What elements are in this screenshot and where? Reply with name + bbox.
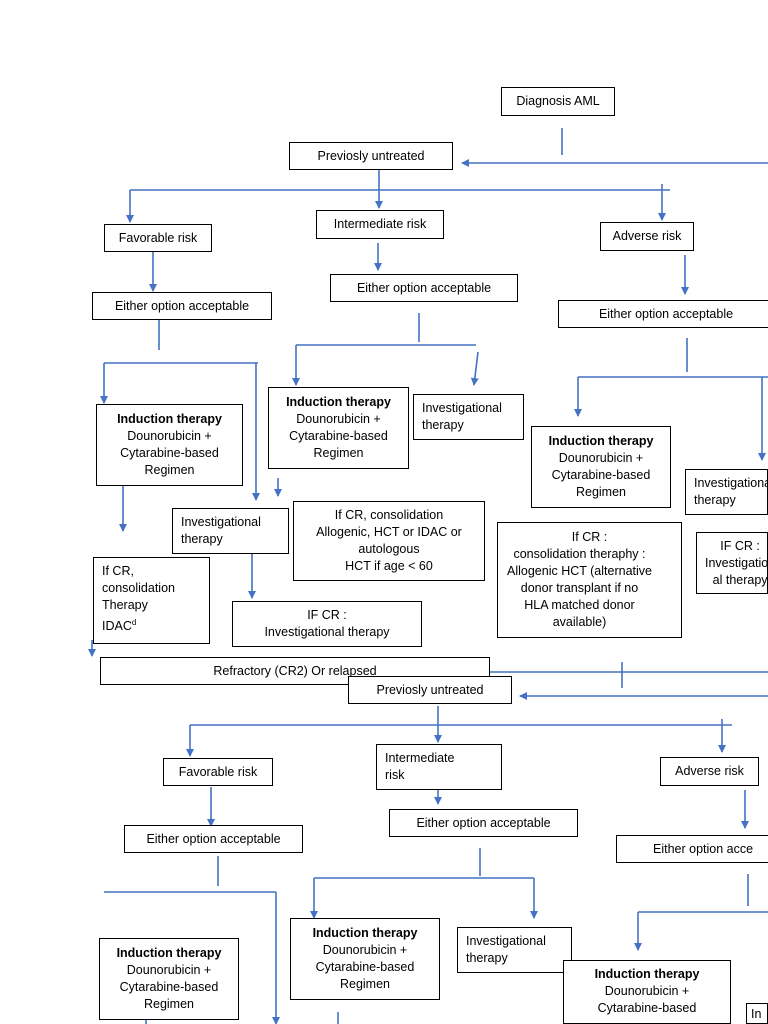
bottom-intermediate-induction-box: Induction therapy Dounorubicin + Cytarab… <box>290 918 440 1000</box>
refractory-relapsed-label: Refractory (CR2) Or relapsed <box>213 663 377 678</box>
bottom-intermediate-either-option-box: Either option acceptable <box>389 809 578 837</box>
bottom-adverse-induction-box: Induction therapy Dounorubicin + Cytarab… <box>563 960 731 1024</box>
intermediate-either-option-box: Either option acceptable <box>330 274 518 302</box>
bottom-intermediate-induction-title: Induction therapy <box>312 926 418 940</box>
bottom-favorable-induction-title: Induction therapy <box>116 946 222 960</box>
bottom-adverse-either-option-box: Either option acce <box>616 835 768 863</box>
diagnosis-aml-label: Diagnosis AML <box>516 94 600 108</box>
favorable-cr-superscript: d <box>131 618 137 627</box>
favorable-cr-consolidation-box: If CR, consolidation Therapy IDACd <box>93 557 210 644</box>
bottom-favorable-risk-label: Favorable risk <box>178 764 258 779</box>
adverse-investigational-box: Investigational therapy <box>685 469 768 515</box>
previously-untreated-label: Previosly untreated <box>317 148 425 163</box>
adverse-either-option-box: Either option acceptable <box>558 300 768 328</box>
bottom-intermediate-either-option-label: Either option acceptable <box>416 815 551 830</box>
favorable-either-option-label: Either option acceptable <box>114 298 250 313</box>
intermediate-risk-label: Intermediate risk <box>333 217 427 231</box>
bottom-favorable-either-option-label: Either option acceptable <box>146 831 281 846</box>
favorable-cr-consolidation-text: If CR, consolidation Therapy <box>102 564 175 612</box>
bottom-adverse-cut-label: In <box>751 1007 762 1021</box>
bottom-intermediate-risk-box: Intermediate risk <box>376 744 502 790</box>
bottom-intermediate-investigational-box: Investigational therapy <box>457 927 572 973</box>
intermediate-investigational-box: Investigational therapy <box>413 394 524 440</box>
favorable-either-option-box: Either option acceptable <box>92 292 272 320</box>
adverse-risk-box: Adverse risk <box>600 222 694 251</box>
adverse-cr-consolidation-body: consolidation theraphy : Allogenic HCT (… <box>507 547 652 629</box>
refractory-relapsed-box: Refractory (CR2) Or relapsed <box>100 657 490 685</box>
bottom-favorable-induction-body: Dounorubicin + Cytarabine-based Regimen <box>119 963 219 1011</box>
intermediate-induction-body: Dounorubicin + Cytarabine-based Regimen <box>289 412 388 460</box>
favorable-induction-box: Induction therapy Dounorubicin + Cytarab… <box>96 404 243 486</box>
favorable-cr-investigational-box: IF CR : Investigational therapy <box>232 601 422 647</box>
intermediate-induction-title: Induction therapy <box>286 395 391 409</box>
bottom-adverse-risk-label: Adverse risk <box>675 764 744 778</box>
intermediate-risk-box: Intermediate risk <box>316 210 444 239</box>
bottom-adverse-either-option-label: Either option acce <box>653 841 754 856</box>
bottom-adverse-cut-box: In <box>746 1003 768 1024</box>
bottom-adverse-risk-box: Adverse risk <box>660 757 759 786</box>
favorable-cr-idac-text: IDAC <box>102 619 132 634</box>
favorable-risk-label: Favorable risk <box>118 230 198 245</box>
previously-untreated-2-box: Previosly untreated <box>348 676 512 704</box>
adverse-induction-body: Dounorubicin + Cytarabine-based Regimen <box>551 451 651 499</box>
adverse-risk-label: Adverse risk <box>612 229 682 243</box>
previously-untreated-box: Previosly untreated <box>289 142 453 170</box>
bottom-favorable-either-option-box: Either option acceptable <box>124 825 303 853</box>
favorable-induction-title: Induction therapy <box>117 412 222 426</box>
bottom-intermediate-induction-body: Dounorubicin + Cytarabine-based Regimen <box>315 943 415 991</box>
bottom-adverse-induction-title: Induction therapy <box>594 967 700 981</box>
intermediate-cr-consolidation-box: If CR, consolidation Allogenic, HCT or I… <box>293 501 485 581</box>
adverse-induction-box: Induction therapy Dounorubicin + Cytarab… <box>531 426 671 508</box>
bottom-favorable-induction-box: Induction therapy Dounorubicin + Cytarab… <box>99 938 239 1020</box>
adverse-cr-investigational-box: IF CR : Investigation al therapy <box>696 532 768 594</box>
favorable-induction-body: Dounorubicin + Cytarabine-based Regimen <box>120 429 219 477</box>
adverse-cr-consolidation-box: If CR : consolidation theraphy : Allogen… <box>497 522 682 638</box>
previously-untreated-2-label: Previosly untreated <box>376 682 484 697</box>
favorable-investigational-box: Investigational therapy <box>172 508 289 554</box>
intermediate-induction-box: Induction therapy Dounorubicin + Cytarab… <box>268 387 409 469</box>
adverse-induction-title: Induction therapy <box>548 434 654 448</box>
diagnosis-aml-box: Diagnosis AML <box>501 87 615 116</box>
bottom-favorable-risk-box: Favorable risk <box>163 758 273 786</box>
bottom-adverse-induction-body: Dounorubicin + Cytarabine-based <box>597 984 697 1015</box>
adverse-cr-consolidation-head: If CR : <box>571 530 608 544</box>
adverse-either-option-label: Either option acceptable <box>598 306 734 321</box>
intermediate-either-option-label: Either option acceptable <box>356 280 492 295</box>
favorable-risk-box: Favorable risk <box>104 224 212 252</box>
